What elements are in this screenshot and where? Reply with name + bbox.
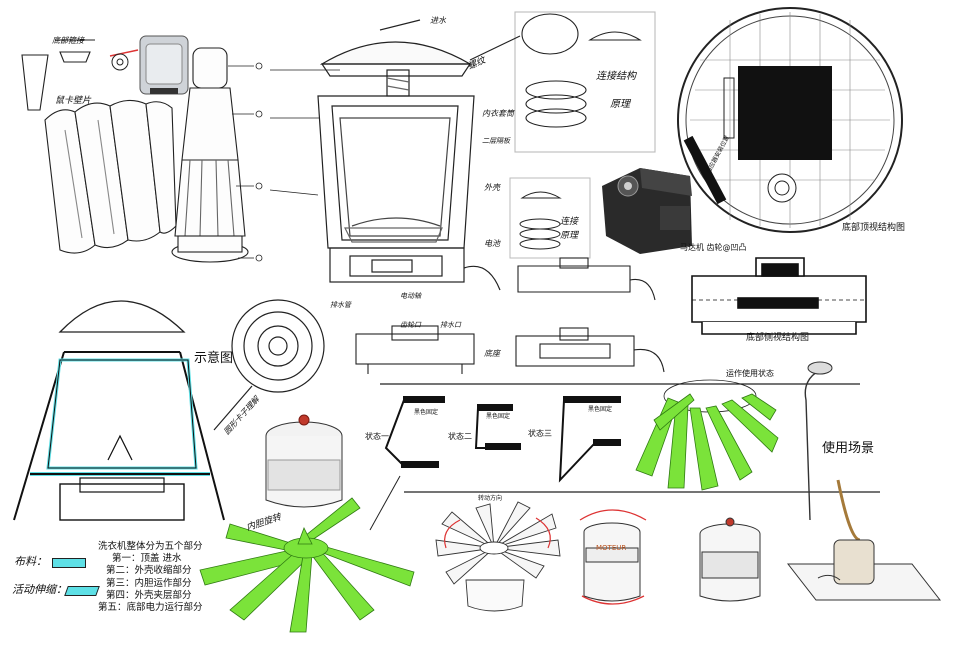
note-rotation: 转动方向: [478, 495, 503, 502]
ring-schematic: [213, 299, 325, 431]
base-sketch-b: [515, 327, 665, 373]
moteur-drum: [579, 509, 647, 605]
usage-scene: [786, 369, 942, 601]
arrow-icon: [109, 49, 139, 57]
note-power: 电池: [484, 239, 500, 248]
description-part-4: 第四：外壳夹层部分: [106, 589, 192, 601]
arrow-icon: [369, 475, 401, 531]
bottom-side-view: [691, 257, 867, 335]
bottom-top-view: [677, 7, 903, 233]
note-expand-clip: 鼠卡壁片: [55, 96, 92, 106]
arrow-icon: [213, 385, 253, 431]
label-operating-state: 运作使用状态: [726, 369, 774, 378]
leader-lines: [228, 62, 340, 262]
label-bottom-top-view: 底部顶视结构图: [842, 223, 906, 233]
label-usage-scene: 使用场景: [822, 441, 875, 456]
note-gear-port: 齿轮口: [400, 321, 421, 329]
clip-sketch: [21, 39, 95, 111]
note-second-cover: 二层隔板: [482, 137, 510, 145]
green-liner-operating: [635, 379, 779, 491]
base-sketch-a: [355, 325, 475, 374]
structure-description: 洗衣机整体分为五个部分 第一：顶盖 进水 第二：外壳收缩部分 第三：内胆运作部分…: [98, 541, 203, 614]
label-motor-gear: 马达机 齿轮@凹凸: [680, 243, 747, 252]
legend-stretch-swatch: [64, 586, 100, 596]
note-connect-a: 连接: [560, 217, 579, 227]
label-state-one: 状态一: [365, 432, 389, 441]
state-one-diagram: [384, 396, 445, 468]
schematic-frame: [13, 351, 225, 521]
note-connect-structure: 连接结构: [596, 71, 636, 82]
description-part-1: 第一：顶盖 进水: [112, 553, 182, 565]
state-two-diagram: [474, 404, 521, 450]
base-side-sketch: [517, 257, 656, 301]
description-part-5: 第五：底部电力运行部分: [98, 602, 203, 614]
note-principle: 原理: [610, 99, 630, 110]
schematic-dome: [58, 300, 186, 333]
core-column-sketch: [171, 47, 249, 263]
label-black-fixed-1: 黑色固定: [414, 409, 439, 416]
note-moteur: MOTEUR: [596, 544, 627, 552]
description-part-3: 第三：内胆运作部分: [106, 577, 192, 589]
green-liner-flat: [199, 497, 415, 633]
note-outer-shell: 外壳: [484, 183, 500, 192]
label-bottom-side-view: 底部侧视结构图: [746, 333, 810, 343]
usb-device-icon: [139, 35, 189, 95]
legend-fabric-swatch: [52, 558, 86, 568]
sensor-strip: [683, 135, 727, 205]
label-black-fixed-2: 黑色固定: [486, 413, 511, 420]
connection-detail-2-sketch: [509, 177, 591, 259]
label-black-fixed-3: 黑色固定: [588, 406, 613, 413]
label-state-two: 状态二: [448, 432, 472, 441]
washer-section-sketch: [317, 19, 501, 291]
shower-head-icon: [807, 361, 833, 375]
red-arrows: [444, 517, 551, 549]
note-inner-liner: 内衣套筒: [482, 109, 514, 118]
connection-detail-sketch: [469, 11, 656, 153]
note-bottom-fixed: 底部箍接: [52, 36, 84, 45]
flower-spread-sketch: [435, 501, 561, 612]
drum-small: [699, 517, 761, 602]
state-three-diagram: [558, 396, 621, 483]
arrow-icon: [469, 35, 521, 61]
note-connect-b: 原理: [560, 231, 579, 241]
shell-segments-sketch: [44, 99, 177, 254]
note-water-inlet: 进水: [430, 16, 446, 25]
note-base: 底座: [484, 349, 500, 358]
note-motor-shaft: 电动轴: [400, 292, 421, 300]
drum-illustration: [265, 414, 343, 508]
description-title: 洗衣机整体分为五个部分: [98, 541, 203, 552]
motor-icon: [602, 168, 692, 254]
note-drain-port: 排水口: [440, 321, 461, 329]
ring-part: [111, 53, 129, 71]
note-drain-pipe: 排水管: [330, 301, 351, 309]
legend-fabric-label: 布料：: [14, 555, 47, 568]
legend-stretch-label: 活动伸缩：: [12, 583, 67, 596]
label-schematic: 示意图: [194, 351, 234, 366]
label-state-three: 状态三: [528, 429, 552, 438]
description-part-2: 第二：外壳收缩部分: [106, 565, 192, 577]
